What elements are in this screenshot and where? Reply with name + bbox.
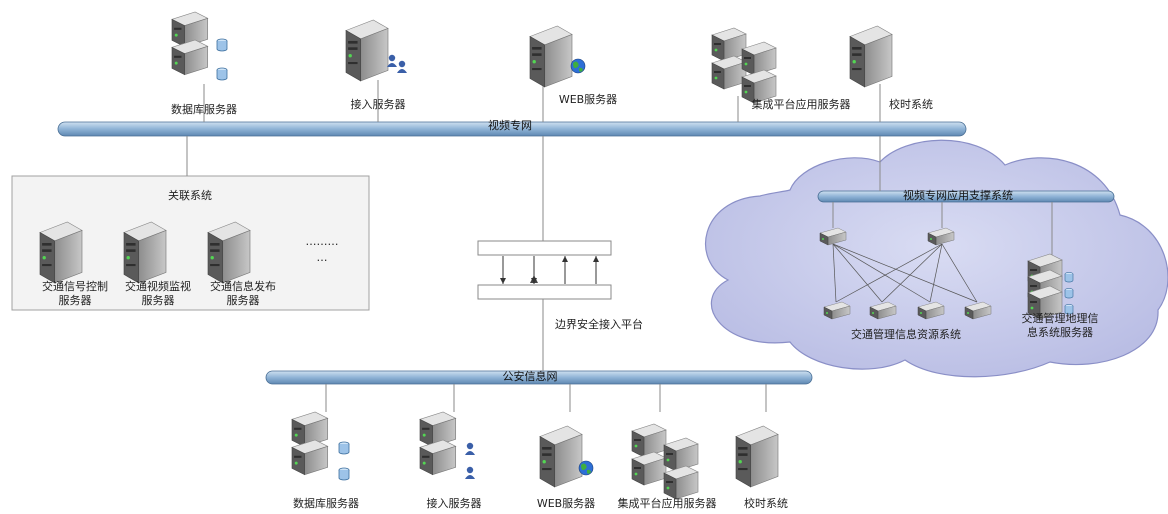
- mesh-link-1-2: [929, 243, 943, 303]
- related-server-signal: [39, 221, 83, 284]
- mesh-link-0-3: [832, 243, 978, 303]
- bottom-cluster-4: [663, 465, 699, 500]
- bottom-web-server: [539, 425, 583, 488]
- top-time-server: [849, 25, 893, 88]
- mesh-link-1-3: [941, 243, 978, 303]
- top-db-server-lower: [171, 39, 209, 76]
- bottom-db-server-lower: [291, 439, 329, 476]
- mesh-link-1-1: [881, 243, 943, 303]
- mesh-link-1-0: [835, 243, 943, 303]
- gis-db-badge-2: [1064, 288, 1074, 299]
- top-access-server: [345, 19, 389, 82]
- top-web-server: [529, 25, 573, 88]
- traffic-signal-server-label: 交通信号控制 服务器: [42, 280, 108, 307]
- gateway-top-bar: [477, 240, 612, 256]
- app-support-bus-label: 视频专网应用支撑系统: [903, 189, 1013, 202]
- bottom-time-server: [735, 425, 779, 488]
- bottom-db-badge-2: [338, 467, 350, 481]
- traffic-info-server-label: 交通信息发布 服务器: [210, 280, 276, 307]
- top-cluster-3: [741, 41, 777, 76]
- bottom-user-badge-1: [465, 442, 475, 455]
- top-cluster-1: [711, 27, 747, 62]
- top-web-server-label: WEB服务器: [558, 93, 618, 106]
- video-network-bus: [57, 121, 967, 137]
- more-systems-ellipsis: ……… …: [305, 235, 339, 264]
- bottom-access-lower: [419, 439, 457, 476]
- gis-server-label: 交通管理地理信 息系统服务器: [1021, 312, 1099, 339]
- mesh-link-0-0: [832, 243, 837, 303]
- public-security-bus: [265, 370, 813, 385]
- related-server-info: [207, 221, 251, 284]
- mesh-link-0-1: [832, 243, 883, 303]
- top-cluster-2: [711, 55, 747, 90]
- mesh-link-0-2: [832, 243, 931, 303]
- public-security-bus-label: 公安信息网: [502, 370, 558, 383]
- bottom-cluster-1: [631, 423, 667, 458]
- bottom-cluster-2: [631, 451, 667, 486]
- bottom-db-badge-1: [338, 441, 350, 455]
- top-database-server-label: 数据库服务器: [171, 103, 237, 116]
- gis-db-badge-1: [1064, 272, 1074, 283]
- resource-system-label: 交通管理信息资源系统: [851, 328, 961, 341]
- bottom-database-server-label: 数据库服务器: [293, 497, 359, 510]
- top-db-badge-1: [216, 38, 228, 52]
- bottom-user-badge-2: [465, 466, 475, 479]
- top-integration-server-label: 集成平台应用服务器: [751, 98, 851, 111]
- bottom-cluster-3: [663, 437, 699, 472]
- bottom-globe-badge: [578, 460, 594, 476]
- related-systems-title: 关联系统: [168, 189, 212, 202]
- bottom-web-server-label: WEB服务器: [536, 497, 596, 510]
- bottom-time-sync-label: 校时系统: [744, 497, 788, 510]
- top-user-badge-1: [387, 54, 397, 67]
- gateway-arrowhead-3: [593, 256, 599, 262]
- bottom-access-server-label: 接入服务器: [426, 497, 482, 510]
- related-server-video: [123, 221, 167, 284]
- top-time-sync-label: 校时系统: [889, 98, 933, 111]
- gateway-bottom-bar: [477, 284, 612, 300]
- video-network-bus-label: 视频专网: [488, 119, 532, 132]
- top-access-server-label: 接入服务器: [350, 98, 406, 111]
- top-globe-badge: [570, 58, 586, 74]
- top-db-badge-2: [216, 67, 228, 81]
- gateway-arrowhead-0: [500, 278, 506, 284]
- traffic-video-server-label: 交通视频监视 服务器: [125, 280, 191, 307]
- gateway-arrowhead-2: [562, 256, 568, 262]
- app-support-bus: [817, 190, 1115, 203]
- bottom-integration-server-label: 集成平台应用服务器: [617, 497, 717, 510]
- border-gateway-label: 边界安全接入平台: [555, 318, 643, 331]
- gateway-arrowhead-1: [531, 278, 537, 284]
- top-user-badge-2: [397, 60, 407, 73]
